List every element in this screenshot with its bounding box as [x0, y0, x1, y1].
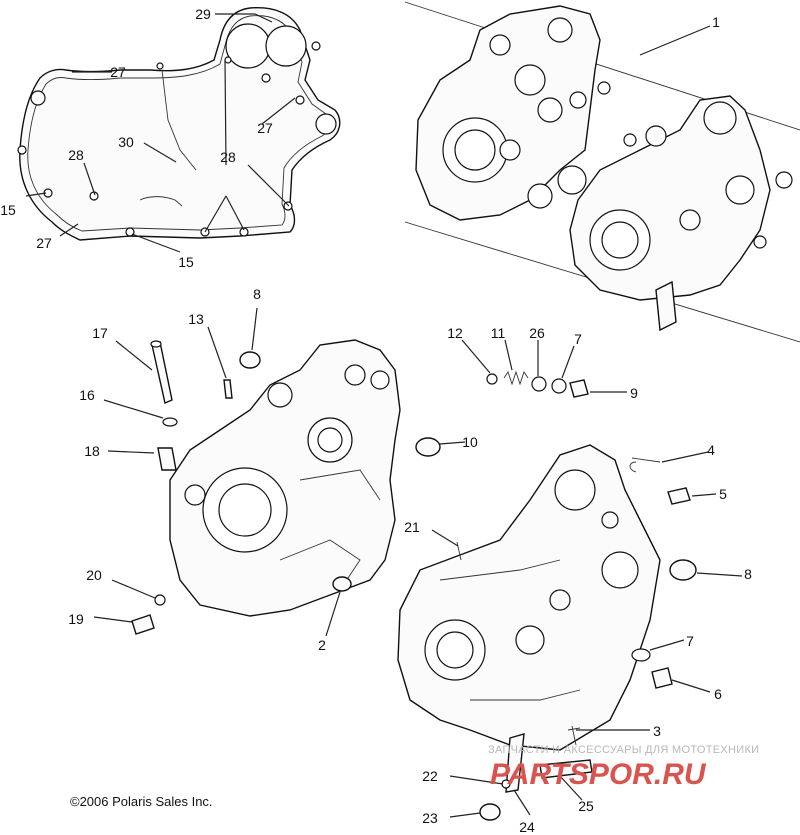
- callout-7: 7: [686, 633, 694, 649]
- callout-17: 17: [92, 325, 108, 341]
- crankcase-gasket: [17, 7, 341, 241]
- callout-25: 25: [578, 798, 594, 814]
- callout-27: 27: [110, 64, 126, 80]
- callout-23: 23: [422, 810, 438, 826]
- watermark-brand: PARTSPOR.RU: [490, 758, 707, 791]
- callout-29: 29: [195, 6, 211, 22]
- watermark: ЗАПЧАСТИ И АКСЕССУАРЫ ДЛЯ МОТОТЕХНИКИ PA…: [488, 744, 759, 791]
- callout-12: 12: [447, 325, 463, 341]
- callout-19: 19: [68, 611, 84, 627]
- left-crankcase-half: [169, 339, 401, 617]
- callout-3: 3: [653, 723, 661, 739]
- callout-28: 28: [68, 147, 84, 163]
- small-parts: [131, 340, 697, 821]
- callout-2: 2: [318, 637, 326, 653]
- callout-27: 27: [36, 235, 52, 251]
- callout-6: 6: [714, 686, 722, 702]
- callout-8: 8: [253, 286, 261, 302]
- callout-15: 15: [0, 202, 16, 218]
- callout-13: 13: [188, 311, 204, 327]
- callout-24: 24: [519, 819, 535, 835]
- callout-10: 10: [462, 434, 478, 450]
- callout-26: 26: [529, 325, 545, 341]
- callout-30: 30: [118, 134, 134, 150]
- leader-lines: [25, 13, 743, 818]
- watermark-caption: ЗАПЧАСТИ И АКСЕССУАРЫ ДЛЯ МОТОТЕХНИКИ: [488, 744, 759, 756]
- callout-8: 8: [744, 566, 752, 582]
- callout-18: 18: [84, 443, 100, 459]
- crankcase-assembly-right-half: [569, 95, 793, 332]
- callout-21: 21: [404, 519, 420, 535]
- callout-1: 1: [712, 14, 720, 30]
- callout-16: 16: [79, 387, 95, 403]
- callout-5: 5: [719, 486, 727, 502]
- callout-28: 28: [220, 149, 236, 165]
- callout-9: 9: [630, 385, 638, 401]
- crankcase-assembly-left-half: [415, 5, 611, 221]
- callout-15: 15: [178, 254, 194, 270]
- copyright-text: ©2006 Polaris Sales Inc.: [70, 794, 213, 809]
- callout-7: 7: [574, 331, 582, 347]
- callout-4: 4: [707, 442, 715, 458]
- callout-20: 20: [86, 567, 102, 583]
- callout-11: 11: [491, 325, 506, 341]
- right-crankcase-half: [397, 444, 661, 751]
- callout-27: 27: [257, 120, 273, 136]
- callout-22: 22: [422, 768, 438, 784]
